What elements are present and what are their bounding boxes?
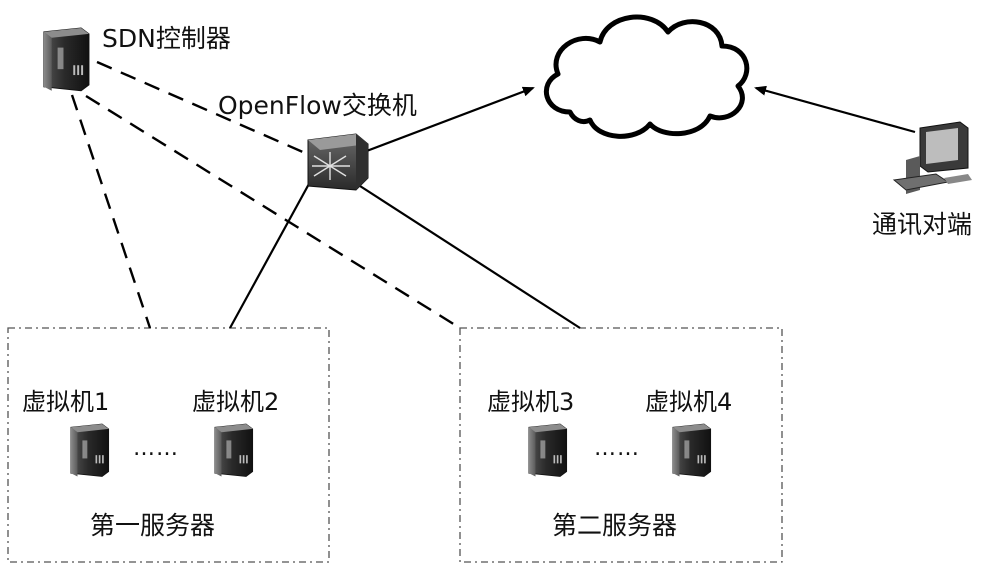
vm4-label: 虚拟机4 [645, 388, 733, 416]
data-links [229, 85, 916, 329]
data-link-switch-server1 [229, 181, 311, 329]
data-link-switch-cloud [363, 86, 535, 154]
sdn-controller-label: SDN控制器 [102, 24, 231, 53]
peer-label: 通讯对端 [872, 210, 973, 239]
server2-group-box [459, 327, 783, 563]
control-link-switch [96, 60, 313, 158]
vm4-icon [672, 423, 712, 477]
vm3-label: 虚拟机3 [487, 388, 575, 416]
vm-ellipsis-server1: …… [133, 436, 179, 461]
vm1-label: 虚拟机1 [22, 388, 110, 416]
vm-ellipsis-server2: …… [594, 436, 640, 461]
vm1-icon [70, 423, 110, 477]
server1-group-box [7, 327, 330, 563]
vm3-icon [528, 423, 568, 477]
control-link-server1 [70, 94, 152, 329]
server2-label: 第二服务器 [552, 511, 678, 540]
data-link-peer-cloud [754, 85, 916, 134]
sdn-controller-icon [43, 27, 90, 92]
control-links [70, 60, 461, 330]
peer-computer-icon [892, 121, 972, 194]
control-link-server2 [85, 94, 461, 330]
server1-label: 第一服务器 [90, 511, 216, 540]
data-link-switch-server2 [359, 185, 581, 329]
vm2-icon [214, 423, 254, 477]
cloud-icon [544, 14, 750, 139]
openflow-switch-label: OpenFlow交换机 [218, 91, 417, 120]
openflow-switch-icon [307, 133, 369, 191]
vm2-label: 虚拟机2 [192, 388, 280, 416]
